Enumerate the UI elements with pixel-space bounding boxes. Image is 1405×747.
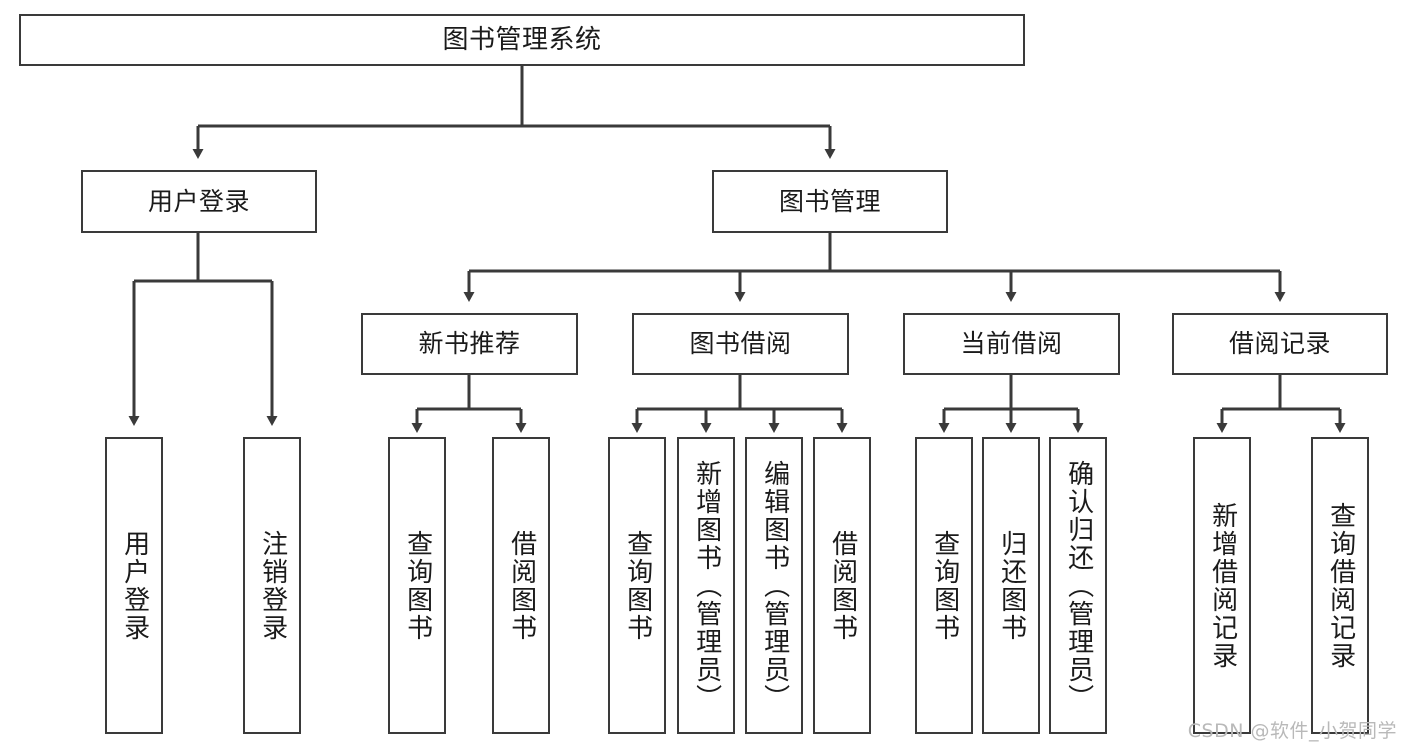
node-root-label: 图书管理系统 [442, 24, 602, 55]
node-leaf-query-book-2[interactable]: 查询图书 [608, 437, 666, 734]
node-new-book-rec-label: 新书推荐 [418, 329, 521, 359]
node-leaf-query-book-1[interactable]: 查询图书 [388, 437, 446, 734]
node-leaf-query-record[interactable]: 查询借阅记录 [1311, 437, 1369, 734]
node-book-manage-label: 图书管理 [778, 186, 881, 216]
node-leaf-confirm-return[interactable]: 确认归还（管理员） [1049, 437, 1107, 734]
node-leaf-return-book[interactable]: 归还图书 [982, 437, 1040, 734]
node-leaf-query-record-label: 查询借阅记录 [1325, 501, 1356, 670]
node-leaf-add-book[interactable]: 新增图书（管理员） [677, 437, 735, 734]
node-leaf-confirm-return-label: 确认归还（管理员） [1063, 459, 1094, 712]
node-leaf-query-book-2-label: 查询图书 [622, 529, 653, 642]
node-leaf-borrow-book-1-label: 借阅图书 [506, 529, 537, 642]
node-leaf-query-book-3[interactable]: 查询图书 [915, 437, 973, 734]
node-leaf-logout-label: 注销登录 [257, 529, 288, 642]
node-leaf-query-book-1-label: 查询图书 [402, 529, 433, 642]
node-leaf-borrow-book-1[interactable]: 借阅图书 [492, 437, 550, 734]
node-current-borrow-label: 当前借阅 [960, 329, 1063, 359]
node-leaf-add-book-label: 新增图书（管理员） [691, 459, 722, 712]
node-new-book-rec[interactable]: 新书推荐 [361, 313, 578, 375]
node-user-login[interactable]: 用户登录 [81, 170, 317, 233]
node-leaf-borrow-book-2[interactable]: 借阅图书 [813, 437, 871, 734]
node-leaf-user-login-label: 用户登录 [119, 529, 150, 642]
node-user-login-label: 用户登录 [147, 186, 250, 216]
node-leaf-add-record-label: 新增借阅记录 [1207, 501, 1238, 670]
node-book-borrow[interactable]: 图书借阅 [632, 313, 849, 375]
node-book-borrow-label: 图书借阅 [689, 329, 792, 359]
node-current-borrow[interactable]: 当前借阅 [903, 313, 1120, 375]
node-borrow-record[interactable]: 借阅记录 [1172, 313, 1388, 375]
node-borrow-record-label: 借阅记录 [1228, 329, 1331, 359]
node-leaf-user-login[interactable]: 用户登录 [105, 437, 163, 734]
node-leaf-return-book-label: 归还图书 [996, 529, 1027, 642]
watermark-text: CSDN @软件_小贺同学 [1187, 720, 1397, 742]
node-leaf-edit-book-label: 编辑图书（管理员） [759, 459, 790, 712]
node-root[interactable]: 图书管理系统 [19, 14, 1025, 66]
node-book-manage[interactable]: 图书管理 [712, 170, 948, 233]
node-leaf-add-record[interactable]: 新增借阅记录 [1193, 437, 1251, 734]
node-leaf-borrow-book-2-label: 借阅图书 [827, 529, 858, 642]
node-leaf-edit-book[interactable]: 编辑图书（管理员） [745, 437, 803, 734]
node-leaf-logout[interactable]: 注销登录 [243, 437, 301, 734]
node-leaf-query-book-3-label: 查询图书 [929, 529, 960, 642]
